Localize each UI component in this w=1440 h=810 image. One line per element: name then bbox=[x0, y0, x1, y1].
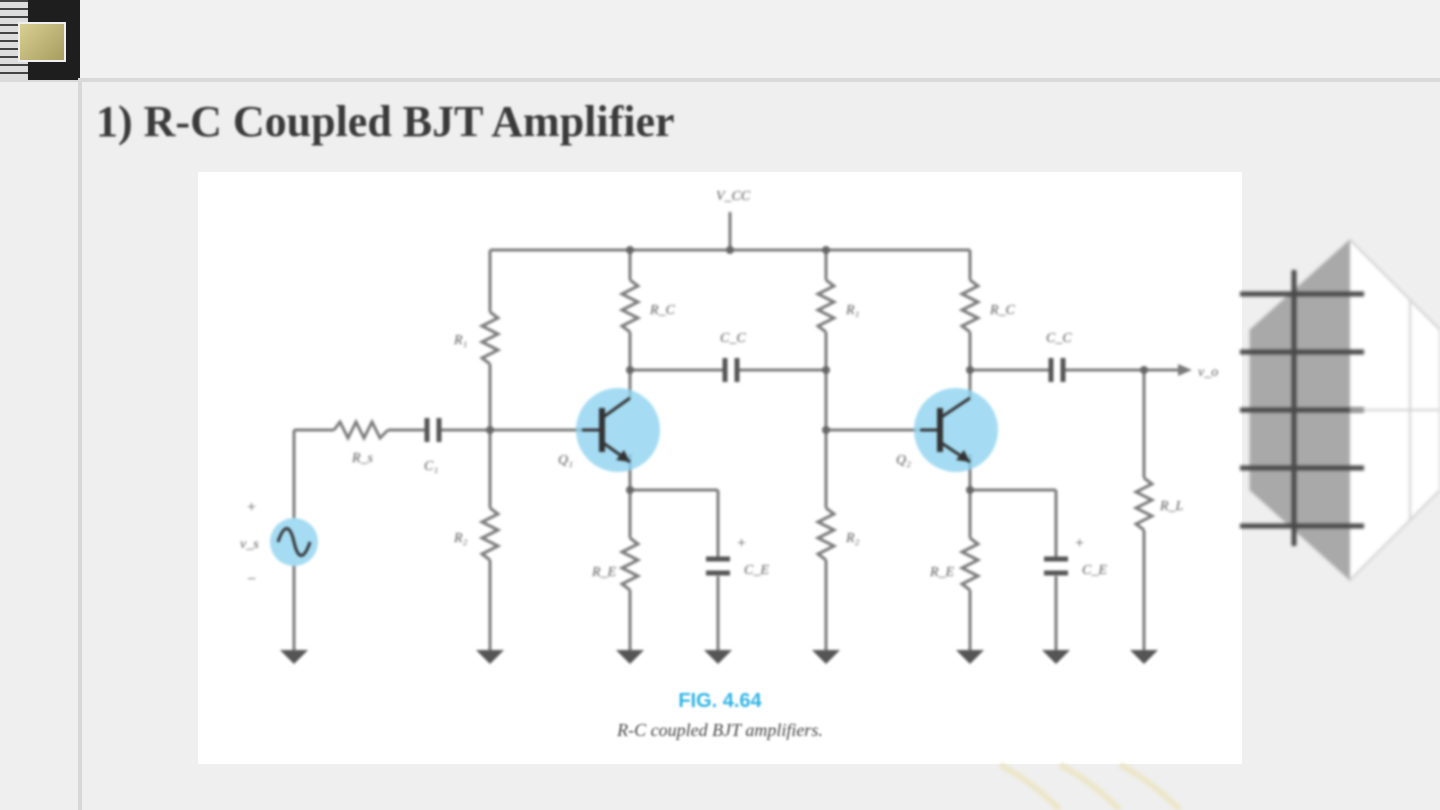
transistor-q1 bbox=[576, 388, 660, 472]
label-cc-out: C_C bbox=[1046, 331, 1072, 346]
ground-icons bbox=[280, 650, 1158, 664]
top-bar bbox=[0, 0, 1440, 82]
label-r1-mid: R₁ bbox=[845, 303, 859, 318]
transistor-q2 bbox=[914, 388, 998, 472]
decorative-bottom-lines bbox=[998, 762, 1183, 810]
label-minus-vs: − bbox=[246, 571, 257, 588]
label-r1-left: R₁ bbox=[453, 333, 467, 348]
label-plus-ce1: + bbox=[736, 535, 747, 552]
figure-caption: R-C coupled BJT amplifiers. bbox=[617, 720, 823, 740]
label-rc-2: R_C bbox=[989, 303, 1016, 318]
figure-number: FIG. 4.64 bbox=[678, 690, 762, 712]
label-q2: Q₂ bbox=[896, 453, 911, 468]
label-rs: R_s bbox=[351, 451, 374, 466]
circuit-diagram: V_CC R₁ R₂ R_C R_E C_E + Q₁ C_C R₁ R₂ R_… bbox=[240, 189, 1218, 664]
label-plus-ce2: + bbox=[1074, 535, 1085, 552]
label-plus-vs: + bbox=[246, 499, 257, 516]
circuit-figure: V_CC R₁ R₂ R_C R_E C_E + Q₁ C_C R₁ R₂ R_… bbox=[198, 172, 1242, 764]
label-q1: Q₁ bbox=[558, 453, 573, 468]
label-re-1: R_E bbox=[591, 565, 617, 580]
label-vs: v_s bbox=[240, 537, 259, 552]
label-c1: C₁ bbox=[424, 459, 438, 474]
corner-tile-icon bbox=[18, 22, 66, 62]
label-r2-mid: R₂ bbox=[845, 531, 860, 546]
label-re-2: R_E bbox=[929, 565, 955, 580]
label-cc-mid: C_C bbox=[720, 331, 746, 346]
ac-source-icon bbox=[270, 518, 318, 566]
label-r2-left: R₂ bbox=[453, 531, 468, 546]
label-rl: R_L bbox=[1159, 499, 1184, 514]
decorative-side-graphic bbox=[1240, 238, 1440, 582]
label-vcc: V_CC bbox=[716, 189, 751, 204]
label-rc-1: R_C bbox=[649, 303, 676, 318]
label-ce-2: C_E bbox=[1082, 563, 1107, 578]
label-ce-1: C_E bbox=[744, 563, 769, 578]
corner-logo bbox=[0, 0, 80, 80]
left-vertical-rule bbox=[78, 78, 82, 810]
label-vo: v_o bbox=[1198, 365, 1218, 380]
slide-title: 1) R-C Coupled BJT Amplifier bbox=[96, 97, 675, 146]
